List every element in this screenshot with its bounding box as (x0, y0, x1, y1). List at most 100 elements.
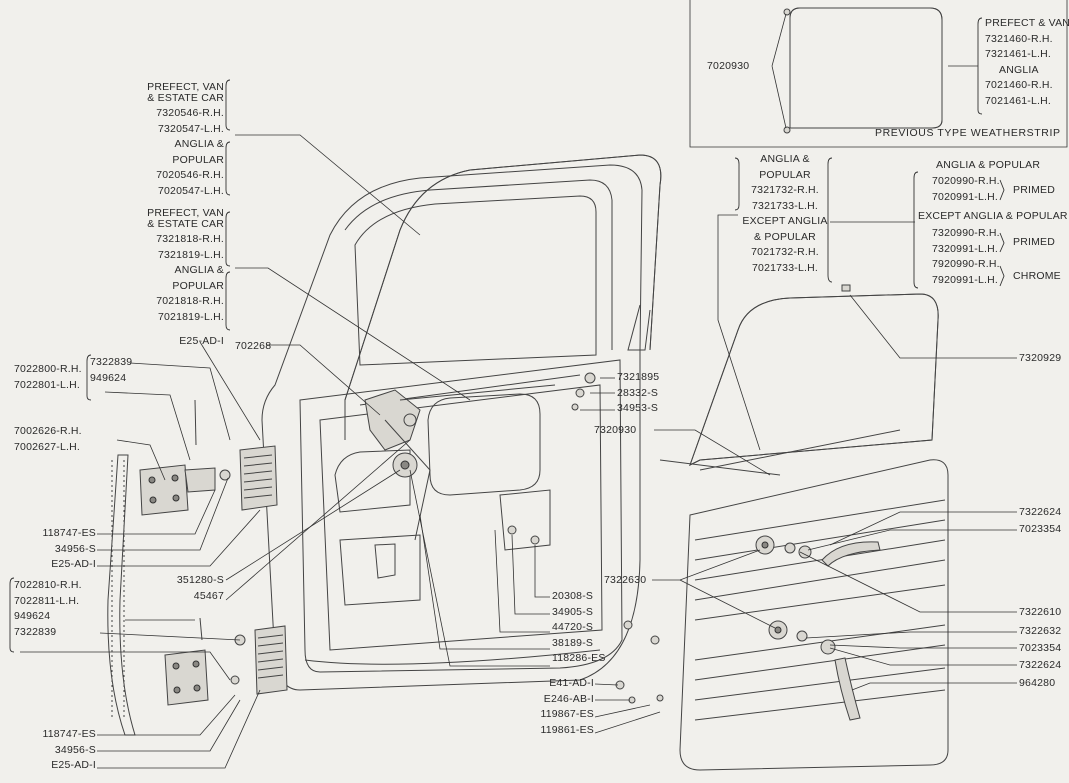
label: 7021818-R.H. (156, 295, 224, 307)
label: 7320547-L.H. (157, 122, 224, 135)
label: 7020547-L.H. (157, 184, 224, 197)
prev-caption: PREVIOUS TYPE WEATHERSTRIP (875, 127, 1061, 139)
label: POPULAR (172, 279, 224, 292)
label: E25-AD-I (51, 759, 96, 771)
label: & POPULAR (754, 230, 816, 243)
label: & ESTATE CAR (147, 217, 224, 230)
label: 7022810-R.H. (14, 579, 82, 591)
part-702268: 702268 (235, 340, 272, 352)
handle-part: 7322624 (1019, 659, 1062, 671)
label: 7321732-R.H. (751, 184, 819, 196)
left-lower-top-parts: 118747-ES 34956-S E25-AD-I (4, 526, 96, 573)
finish-primed-b: PRIMED (1013, 236, 1056, 248)
label: 7022801-L.H. (14, 378, 81, 391)
label: 7320546-R.H. (156, 107, 224, 119)
label: 7020990-R.H. (932, 175, 1000, 187)
label: 7321818-R.H. (156, 233, 224, 245)
mid-right-parts-a: 7020990-R.H. 7020991-L.H. (932, 174, 1000, 205)
label: PREFECT & VAN (985, 17, 1069, 29)
label: 20308-S (552, 590, 594, 602)
mid-right-parts-b: 7320990-R.H. 7320991-L.H. 7920990-R.H. 7… (932, 226, 1000, 288)
label: 119861-ES (540, 723, 594, 736)
mid-right-header-a: ANGLIA & POPULAR (936, 159, 1041, 171)
label: 7022811-L.H. (14, 594, 80, 607)
prev-weatherstrip (783, 7, 943, 134)
label: E41-AD-I (549, 677, 594, 689)
label: PREFECT, VAN (147, 207, 224, 219)
mid-left-parts: ANGLIA & POPULAR 7321732-R.H. 7321733-L.… (742, 152, 828, 276)
label: 7320991-L.H. (932, 242, 999, 255)
label: 7321461-L.H. (985, 48, 1052, 60)
label: ANGLIA & (760, 153, 810, 165)
center-left-parts: 351280-S 45467 (150, 573, 224, 604)
finish-chrome: CHROME (1013, 270, 1061, 282)
hinge-top-numbers: 7022800-R.H. 7022801-L.H. (14, 362, 82, 393)
window-channel (344, 154, 662, 440)
label: 7021733-L.H. (751, 261, 819, 274)
upper-hinge (139, 399, 278, 516)
label: 7021732-R.H. (751, 246, 819, 258)
label: 7022800-R.H. (14, 363, 82, 375)
label: 7021460-R.H. (985, 79, 1053, 91)
label: 7920990-R.H. (932, 258, 1000, 270)
part-7320930: 7320930 (594, 424, 637, 436)
label: 7322839 (14, 625, 57, 638)
bottom-center-parts-a: 20308-S 34905-S 44720-S 38189-S 118286-E… (552, 589, 606, 667)
handle-part: 7322624 (1019, 506, 1062, 518)
check-strap (107, 454, 136, 736)
label: 7321733-L.H. (751, 199, 819, 212)
label: E25-AD-I (51, 558, 96, 570)
label: ANGLIA & (174, 264, 224, 276)
lower-hinge (164, 617, 288, 706)
label: 7020546-R.H. (156, 169, 224, 181)
label: 34953-S (617, 402, 659, 414)
label: 34956-S (54, 743, 96, 756)
prev-right-parts: PREFECT & VAN 7321460-R.H. 7321461-L.H. … (985, 16, 1069, 109)
part-7320929: 7320929 (1019, 352, 1062, 364)
regulator-right-parts: 7321895 28332-S 34953-S (617, 370, 659, 417)
label: 38189-S (552, 636, 594, 649)
part-e25-top: E25-AD-I (179, 335, 224, 347)
label: 118747-ES (42, 728, 96, 740)
label: 7020991-L.H. (932, 190, 999, 203)
window-regulator (364, 384, 556, 541)
label: 34956-S (54, 542, 96, 555)
label: 44720-S (552, 621, 594, 633)
label: 7322839 (90, 356, 133, 368)
window-run-group: PREFECT, VAN & ESTATE CAR 7320546-R.H. 7… (120, 80, 224, 199)
glass-weatherstrip (659, 284, 939, 476)
brackets (9, 79, 1005, 653)
label: ANGLIA & (174, 138, 224, 150)
part-7322630: 7322630 (604, 574, 647, 586)
label: 949624 (90, 371, 127, 384)
finish-primed-a: PRIMED (1013, 184, 1056, 196)
label: 45467 (193, 589, 224, 602)
handle-part: 7322610 (1019, 606, 1062, 618)
left-lower-bottom-parts: 118747-ES 34956-S E25-AD-I (4, 727, 96, 774)
label: 7920991-L.H. (932, 273, 999, 286)
label: 949624 (14, 610, 51, 622)
check-strap-label: 7002626-R.H. 7002627-L.H. (14, 424, 82, 455)
label: 118747-ES (42, 527, 96, 539)
label: 118286-ES (552, 652, 606, 664)
handle-part: 964280 (1019, 677, 1056, 689)
label: 119867-ES (540, 708, 594, 720)
label: POPULAR (759, 168, 811, 181)
bottom-center-parts-b: E41-AD-I E246-AB-I 119867-ES 119861-ES (520, 676, 594, 738)
label: EXCEPT ANGLIA (742, 215, 828, 227)
hinge-lower-numbers: 7022810-R.H. 7022811-L.H. 949624 7322839 (14, 578, 82, 640)
label: ANGLIA (999, 63, 1039, 76)
handle-part: 7023354 (1019, 523, 1062, 535)
label: 351280-S (176, 574, 224, 586)
trim-panel (679, 459, 949, 771)
label: 7021819-L.H. (157, 310, 224, 323)
label: 7321460-R.H. (985, 32, 1053, 45)
handle-part: 7023354 (1019, 642, 1062, 654)
label: 7002626-R.H. (14, 425, 82, 437)
label: 7321895 (617, 371, 660, 383)
inset-box (689, 0, 1068, 148)
mid-right-header-b: EXCEPT ANGLIA & POPULAR (918, 210, 1068, 222)
label: 7321819-L.H. (157, 248, 224, 261)
